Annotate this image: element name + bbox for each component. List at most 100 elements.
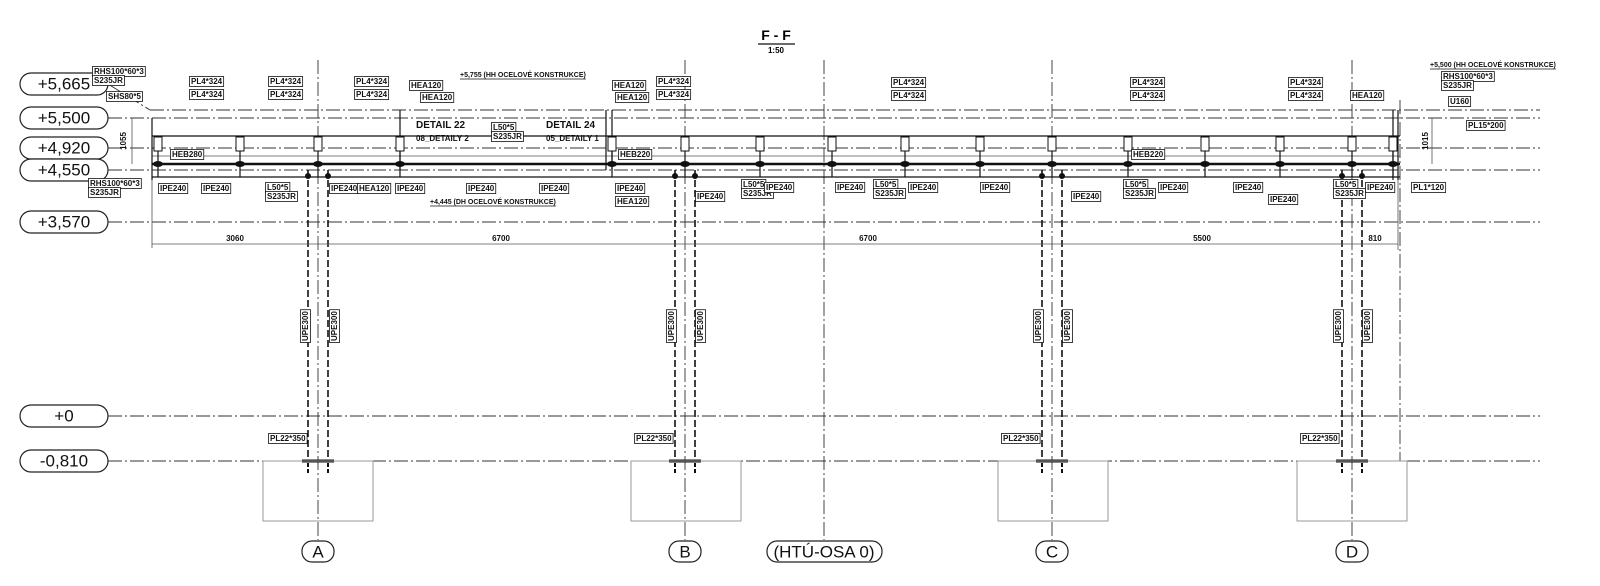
member-label-text: S235JR — [90, 188, 119, 197]
label-box — [1300, 433, 1340, 444]
label-box — [741, 188, 774, 199]
member-label-text: UPE300 — [1334, 311, 1343, 341]
member-label: UPE300 — [1362, 309, 1373, 343]
member-label-text: UPE300 — [330, 311, 339, 341]
member-label: HEA120 — [409, 80, 444, 91]
label-box — [615, 196, 650, 207]
label-box — [618, 149, 653, 160]
label-box — [1123, 188, 1156, 199]
member-label-text: UPE300 — [1063, 311, 1072, 341]
member-label: PL4*324 — [891, 77, 927, 88]
member-label: HEA120 — [612, 80, 647, 91]
member-label: HEA120 — [615, 196, 650, 207]
member-label: PL4*324 — [189, 76, 225, 87]
member-label-text: PL4*324 — [893, 91, 925, 100]
member-label-text: PL4*324 — [356, 90, 388, 99]
member-label: L50*5 — [1123, 179, 1149, 190]
label-box — [1333, 309, 1344, 343]
member-label: UPE300 — [300, 309, 311, 343]
member-label: PL4*324 — [268, 89, 304, 100]
member-label: PL4*324 — [1288, 77, 1324, 88]
member-label: PL4*324 — [1130, 90, 1166, 101]
member-label: 05_DETAILY 1 — [546, 134, 599, 143]
bolt-node — [1047, 161, 1057, 167]
member-label-text: L50*5 — [875, 180, 897, 189]
label-box — [1071, 191, 1102, 202]
level-label: +3,570 — [38, 213, 90, 232]
post-connection — [1388, 136, 1398, 152]
member-label: IPE240 — [1071, 191, 1102, 202]
level-lines — [107, 83, 1540, 462]
section-title: F - F — [761, 27, 791, 43]
member-label-text: PL4*324 — [191, 77, 223, 86]
member-label: UPE300 — [1062, 309, 1073, 343]
label-box — [329, 309, 340, 343]
member-label: PL15*200 — [1466, 120, 1506, 131]
member-label: IPE240 — [980, 182, 1011, 193]
member-label: S235JR — [265, 191, 298, 202]
member-label: S235JR — [1123, 188, 1156, 199]
level-label: +5,500 — [38, 109, 90, 128]
label-box — [1333, 188, 1366, 199]
bolt-node — [395, 161, 405, 167]
member-label-text: UPE300 — [696, 311, 705, 341]
post-connection — [313, 136, 323, 152]
member-label: L50*5 — [491, 122, 517, 133]
member-label-text: IPE240 — [1367, 183, 1394, 192]
post-connection — [1275, 136, 1285, 152]
member-label-text: HEB220 — [620, 150, 651, 159]
label-box — [1288, 90, 1324, 101]
member-label-text: PL22*350 — [1302, 434, 1338, 443]
post-connection — [827, 136, 837, 152]
label-box — [1362, 309, 1373, 343]
label-box — [170, 149, 205, 160]
member-label: L50*5 — [873, 179, 899, 190]
member-label: S235JR — [491, 131, 524, 142]
axis-label-d: D — [1346, 543, 1358, 562]
label-box — [1062, 309, 1073, 343]
member-label-text: IPE240 — [468, 184, 495, 193]
member-labels: RHS100*60*3S235JRSHS80*5PL4*324PL4*324PL… — [88, 60, 1556, 444]
label-box — [1411, 182, 1447, 193]
label-box — [612, 80, 647, 91]
dimension-value: 810 — [1368, 234, 1382, 243]
axis-markers: A B (HTÚ-OSA 0) C D — [301, 540, 1369, 563]
member-label-text: IPE240 — [203, 184, 230, 193]
bolt-node — [607, 161, 617, 167]
member-label-text: 05_DETAILY 1 — [546, 134, 599, 143]
bolt-node — [1347, 161, 1357, 167]
post-connection — [607, 136, 617, 152]
label-box — [873, 188, 906, 199]
member-label-text: IPE240 — [331, 184, 358, 193]
member-label-text: RHS100*60*3 — [90, 179, 140, 188]
label-box — [268, 76, 304, 87]
member-label-text: IPE240 — [837, 183, 864, 192]
member-label: HEA120 — [357, 183, 392, 194]
member-label-text: HEA120 — [411, 81, 442, 90]
label-box — [615, 183, 646, 194]
member-label: S235JR — [88, 187, 121, 198]
bolt-node — [1388, 161, 1398, 167]
member-label-text: HEA120 — [614, 81, 645, 90]
label-box — [1131, 149, 1166, 160]
label-box — [634, 433, 674, 444]
member-label: HEA120 — [615, 92, 650, 103]
member-label: IPE240 — [908, 182, 939, 193]
column-node — [1359, 173, 1365, 179]
member-label-text: IPE240 — [697, 192, 724, 201]
label-box — [265, 191, 298, 202]
label-box — [354, 89, 390, 100]
bolt-node — [827, 161, 837, 167]
label-box — [764, 182, 795, 193]
label-box — [1466, 120, 1506, 131]
label-box — [695, 309, 706, 343]
column-node — [672, 173, 678, 179]
level-label: +5,665 — [38, 75, 90, 94]
axis-label-b: B — [679, 543, 690, 562]
member-label: UPE300 — [1333, 309, 1344, 343]
member-label: UPE300 — [1033, 309, 1044, 343]
member-label: PL4*324 — [268, 76, 304, 87]
label-box — [268, 89, 304, 100]
label-box — [189, 76, 225, 87]
